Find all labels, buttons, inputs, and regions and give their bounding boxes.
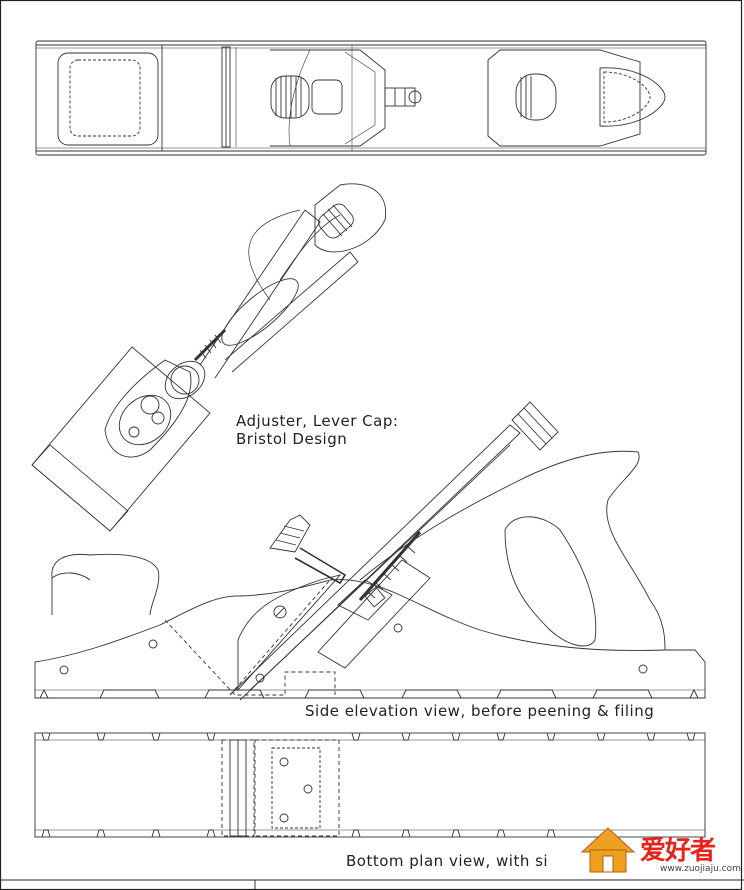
watermark-brand: 爱好者 [640, 836, 716, 866]
watermark-url: www.zuojiaju.com [660, 864, 741, 874]
adjuster-label-line2: Bristol Design [236, 430, 348, 448]
watermark-logo-mark [580, 827, 636, 873]
top-plan-view [35, 40, 707, 156]
side-view-label: Side elevation view, before peening & fi… [305, 702, 655, 720]
bottom-view-label: Bottom plan view, with si [346, 852, 549, 870]
adjuster-lever-cap-view [31, 183, 387, 532]
adjuster-label-line1: Adjuster, Lever Cap: [236, 412, 399, 430]
bottom-plan-view [34, 732, 706, 838]
side-elevation-view [34, 401, 706, 701]
